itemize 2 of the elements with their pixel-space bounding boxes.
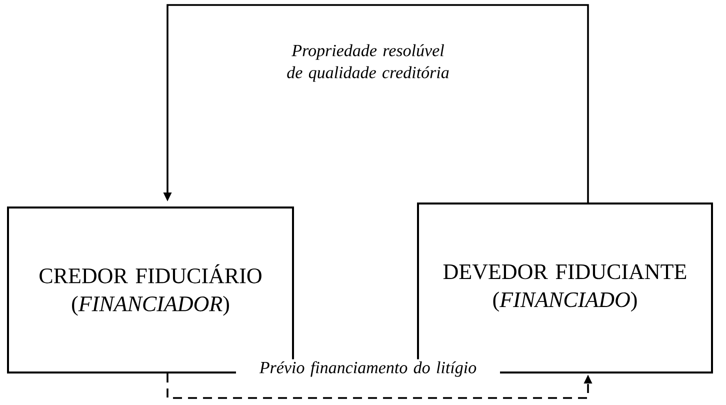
edge-label: Prévio financiamento do litígio (236, 359, 500, 379)
edge-label: Propriedade resolúvel de qualidade creditória (271, 42, 465, 84)
